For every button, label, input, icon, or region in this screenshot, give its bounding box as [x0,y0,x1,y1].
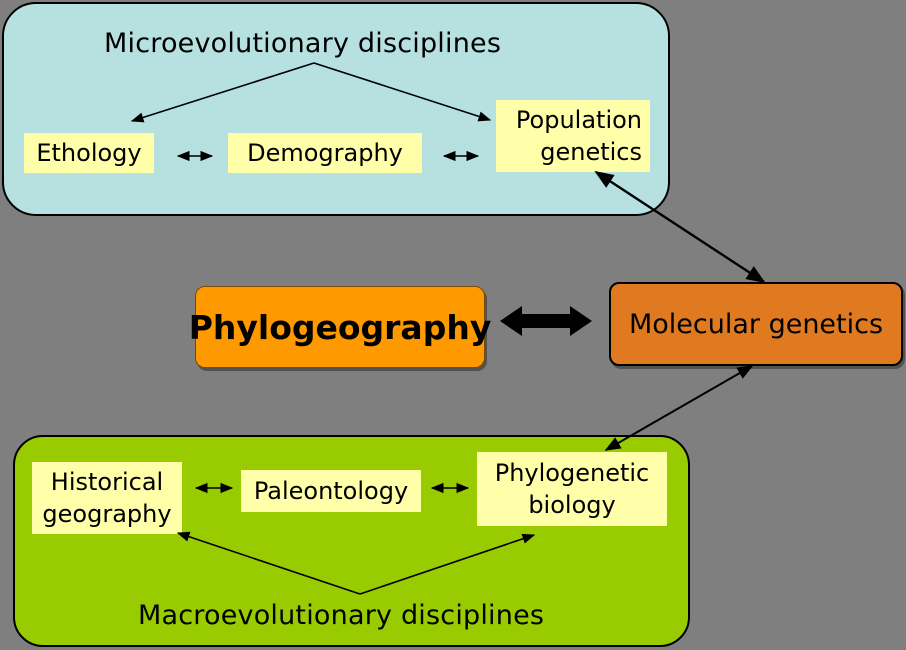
arrow-title-to-phylogenetic-biology [359,533,536,595]
arrow-title-to-population-genetics [313,62,492,122]
phylogenetic-biology-line1: Phylogenetic [494,459,650,487]
ethology-box: Ethology [24,133,154,173]
arrow-title-to-historical-geography [176,531,361,595]
historical-geography-line2: geography [42,500,172,528]
arrow-title-to-ethology [130,62,315,123]
arrow-phylogeography-molecular-genetics [500,306,592,336]
demography-box: Demography [228,133,422,173]
population-genetics-line1: Population [515,106,642,134]
microevolutionary-title: Microevolutionary disciplines [104,28,502,59]
population-genetics-line2: genetics [540,138,642,166]
population-genetics-box: Population genetics [496,100,650,172]
ethology-label: Ethology [36,139,142,167]
macroevolutionary-title: Macroevolutionary disciplines [138,600,545,631]
historical-geography-box: Historical geography [32,462,182,534]
paleontology-label: Paleontology [253,477,409,505]
paleontology-box: Paleontology [241,470,421,512]
molecular-genetics-label: Molecular genetics [628,308,884,340]
demography-label: Demography [247,139,403,167]
phylogenetic-biology-line2: biology [528,491,616,519]
historical-geography-line1: Historical [50,468,164,496]
arrow-population-genetics-molecular-genetics [594,170,766,284]
phylogenetic-biology-box: Phylogenetic biology [477,452,667,526]
phylogeography-box: Phylogeography [189,286,491,368]
phylogeography-label: Phylogeography [188,307,492,347]
arrow-molecular-genetics-phylogenetic-biology [604,365,754,451]
